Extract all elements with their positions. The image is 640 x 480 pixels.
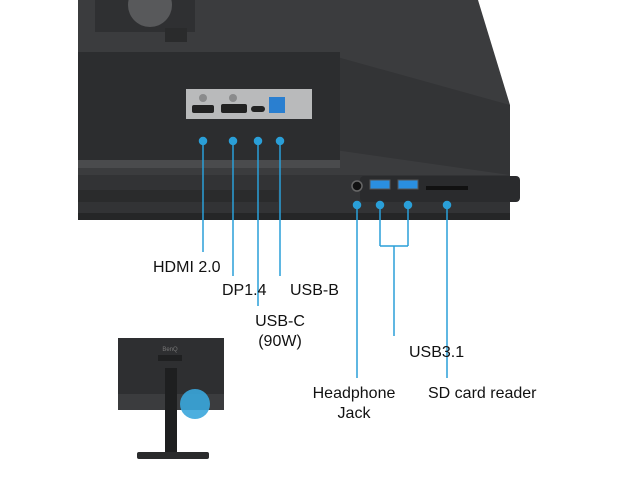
usb-b-port	[269, 97, 285, 113]
label-dp: DP1.4	[222, 282, 267, 299]
dp-port	[221, 104, 247, 113]
rear-io-panel	[186, 89, 312, 119]
label-usb-c-line1: USB-C	[255, 313, 305, 330]
label-hdmi: HDMI 2.0	[153, 259, 221, 276]
callout-lines	[198, 136, 452, 378]
side-io-panel	[351, 179, 468, 192]
label-usb-c: USB-C (90W)	[248, 312, 312, 352]
label-usb-b: USB-B	[290, 282, 339, 299]
hdmi-port	[192, 105, 214, 113]
label-usb31: USB3.1	[409, 344, 465, 361]
sd-card-slot	[426, 186, 468, 190]
usb-a-port-2	[397, 179, 419, 190]
label-headphone-line2: Jack	[337, 405, 371, 422]
highlight-circle	[180, 389, 210, 419]
headphone-jack-port	[351, 180, 363, 192]
brand-logo: BenQ	[162, 347, 178, 353]
monitor-thumbnail: BenQ	[118, 338, 224, 459]
label-sd-card: SD card reader	[428, 385, 537, 402]
label-usb-c-line2: (90W)	[258, 333, 302, 350]
usb-c-port	[251, 106, 265, 112]
usb-a-port-1	[369, 179, 391, 190]
monitor-back-closeup	[78, 0, 520, 220]
label-headphone: Headphone Jack	[302, 384, 406, 424]
label-headphone-line1: Headphone	[312, 385, 396, 402]
